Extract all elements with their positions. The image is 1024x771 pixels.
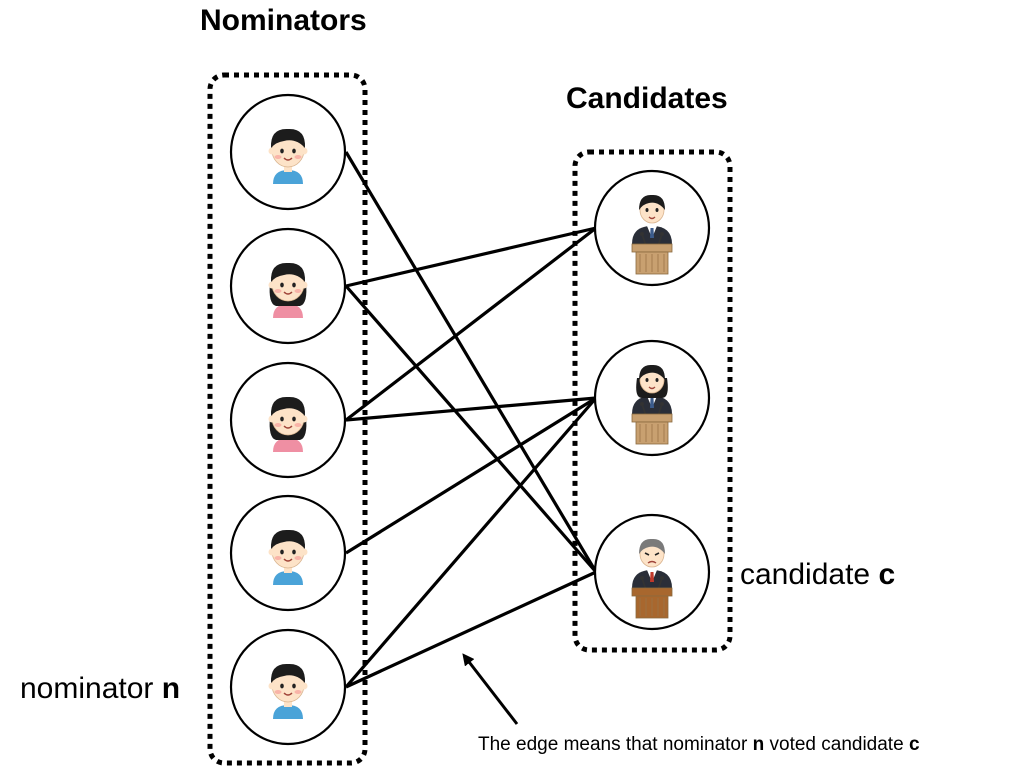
annotation-arrow xyxy=(462,653,519,725)
nominator-5 xyxy=(229,628,347,746)
caption-part1: The edge means that nominator xyxy=(478,734,753,755)
nominators-group-box xyxy=(207,72,368,766)
nominator-2 xyxy=(229,227,347,345)
nominators-title: Nominators xyxy=(200,4,367,37)
candidate-2 xyxy=(593,339,711,457)
female-speaker-at-podium-icon xyxy=(631,364,673,445)
caption-var-c: c xyxy=(908,734,920,755)
edges xyxy=(344,151,598,689)
nominator-label-text: nominator xyxy=(20,672,162,705)
nominator-variable: n xyxy=(161,672,181,705)
candidate-variable: c xyxy=(878,558,896,591)
candidate-c-label: candidate c xyxy=(740,558,895,592)
edge-n1-c3 xyxy=(344,151,598,573)
nominator-1 xyxy=(229,93,347,211)
edge-n5-c3 xyxy=(345,570,597,689)
boy-icon xyxy=(268,128,308,184)
girl-icon xyxy=(268,396,308,452)
nominator-4 xyxy=(229,494,347,612)
boy-icon xyxy=(268,663,308,719)
candidate-label-text: candidate xyxy=(740,558,879,591)
male-speaker-at-podium-icon xyxy=(631,194,673,275)
candidates-title: Candidates xyxy=(566,82,728,115)
edge-n3-c1 xyxy=(345,226,597,422)
edge-n2-c3 xyxy=(344,284,598,574)
candidate-3 xyxy=(593,513,711,631)
edge-caption: The edge means that nominator n voted ca… xyxy=(478,734,920,756)
edge-n4-c2 xyxy=(345,396,597,555)
caption-var-n: n xyxy=(752,734,765,755)
girl-icon xyxy=(268,262,308,318)
edge-n3-c2 xyxy=(345,396,597,422)
senior-speaker-at-podium-icon xyxy=(631,538,673,619)
edge-n2-c1 xyxy=(345,226,597,288)
boy-icon xyxy=(268,529,308,585)
nominator-nodes xyxy=(229,93,347,746)
candidate-nodes xyxy=(593,169,711,631)
nominator-3 xyxy=(229,361,347,479)
edge-n5-c2 xyxy=(344,396,598,689)
nominator-n-label: nominator n xyxy=(20,672,180,706)
caption-part2: voted candidate xyxy=(764,734,909,755)
candidate-1 xyxy=(593,169,711,287)
